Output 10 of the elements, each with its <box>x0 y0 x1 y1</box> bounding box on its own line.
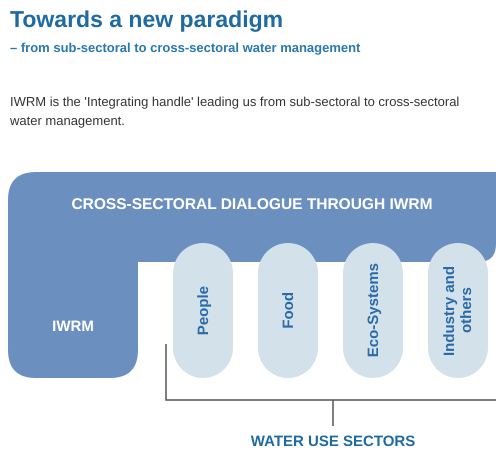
title: Towards a new paradigm <box>10 6 284 33</box>
group-label: WATER USE SECTORS <box>250 433 416 450</box>
sector-label: Industry and others <box>441 264 475 358</box>
handle-label: IWRM <box>51 318 95 335</box>
sector-label: Eco-Systems <box>364 263 382 358</box>
sector-label: People <box>194 286 212 336</box>
subtitle: – from sub-sectoral to cross-sectoral water management <box>10 40 360 55</box>
sector-label: Food <box>280 292 296 329</box>
intro-paragraph: IWRM is the 'Integrating handle' leading us from sub-sectoral to cross-sectoral water management. <box>10 93 460 130</box>
banner-label: CROSS-SECTORAL DIALOGUE THROUGH IWRM <box>70 196 434 214</box>
